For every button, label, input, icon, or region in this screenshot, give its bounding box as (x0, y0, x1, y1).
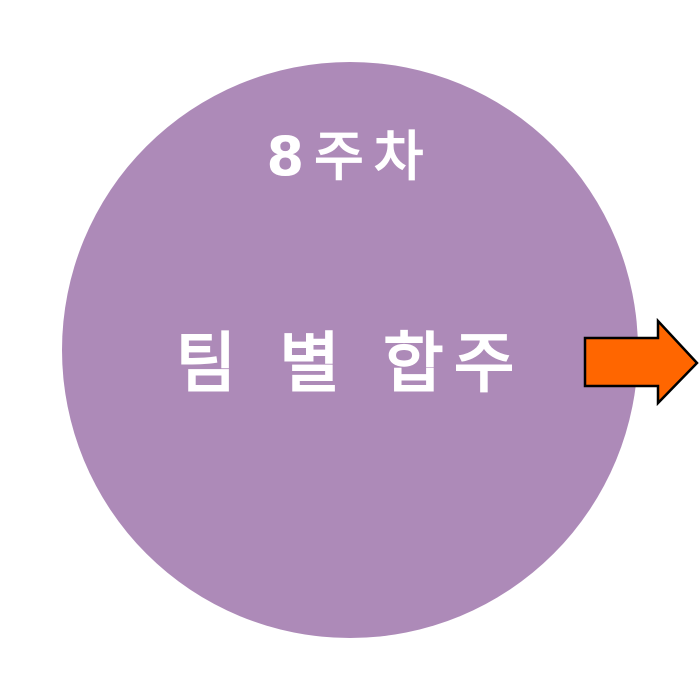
step-circle (62, 62, 638, 638)
arrow-right-icon (583, 318, 699, 407)
week-label: 8주차 (266, 125, 434, 188)
step-title: 팀 별 합주 (175, 325, 525, 402)
